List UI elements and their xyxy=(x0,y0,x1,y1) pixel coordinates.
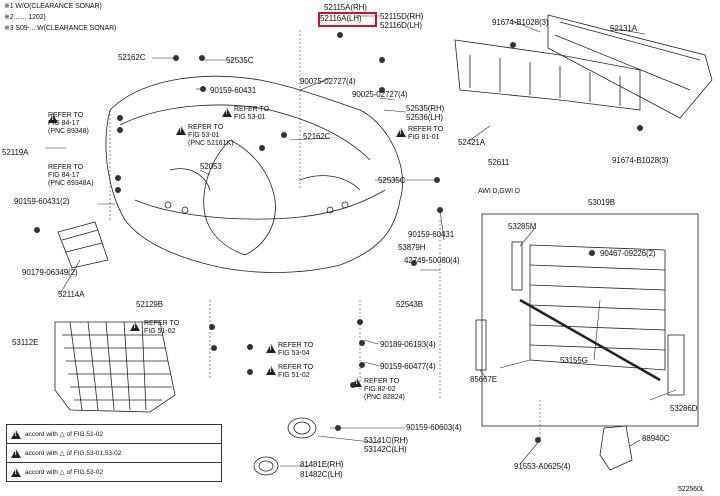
warning-icon xyxy=(352,378,362,387)
part-label-53112E[interactable]: 53112E xyxy=(12,338,39,347)
note-1: ※1 W/O(CLEARANCE SONAR) xyxy=(4,3,102,10)
notes-table: accord with △ of FIG.51-02 accord with △… xyxy=(6,424,222,482)
part-label-52116A[interactable]: 52116A(LH) xyxy=(320,14,362,23)
warning-icon xyxy=(266,344,276,353)
energy-absorber xyxy=(454,39,641,111)
part-label-52535-rh[interactable]: 52535(RH) xyxy=(406,104,445,113)
part-label-91674-b1028-b[interactable]: 91674-B1028(3) xyxy=(612,156,669,165)
part-label-53286D[interactable]: 53286D xyxy=(670,404,698,413)
part-label-52421A[interactable]: 52421A xyxy=(458,138,485,147)
note-3: ※3 S09-... W(CLEARANCE SONAR) xyxy=(4,25,117,32)
part-label-53019B[interactable]: 53019B xyxy=(588,198,615,207)
shutter-box xyxy=(475,213,699,471)
warning-icon xyxy=(11,429,21,439)
part-label-52131A[interactable]: 52131A xyxy=(610,24,637,33)
highlight-box xyxy=(318,12,377,27)
part-label-53142C[interactable]: 53142C(LH) xyxy=(364,445,407,454)
part-label-52053[interactable]: 52053 xyxy=(200,162,222,171)
part-label-52115D[interactable]: 52115D(RH) xyxy=(380,12,424,21)
part-label-90159-60431-right[interactable]: 90159-60431 xyxy=(408,230,455,239)
part-label-52162C-top[interactable]: 52162C xyxy=(118,53,146,62)
fog-lamp xyxy=(253,417,317,476)
warning-icon xyxy=(11,467,21,477)
refer-82-02[interactable]: REFER TO FIG 82-02 (PNC 82824) xyxy=(364,378,405,401)
part-label-90159-60477[interactable]: 90159-60477(4) xyxy=(380,362,436,371)
dashed-callouts xyxy=(109,30,541,440)
refer-81-01[interactable]: REFER TO FIG 81-01 xyxy=(408,126,444,141)
part-label-52116D[interactable]: 52116D(LH) xyxy=(380,21,422,30)
part-label-53141C[interactable]: 53141C(RH) xyxy=(364,436,408,445)
notes-table-row: accord with △ of FIG.53-02 xyxy=(6,463,222,482)
part-label-88940C[interactable]: 88940C xyxy=(642,434,670,443)
part-label-52129B[interactable]: 52129B xyxy=(136,300,163,309)
part-label-52543B[interactable]: 52543B xyxy=(396,300,423,309)
part-label-90159-60603[interactable]: 90159-60603(4) xyxy=(406,423,462,432)
warning-icon xyxy=(266,366,276,375)
bumper-reinforcement xyxy=(547,14,713,119)
warning-icon xyxy=(130,322,140,331)
part-label-52611[interactable]: 52611 xyxy=(488,158,510,167)
diagram-code: 522560L xyxy=(678,486,705,493)
part-label-81481E[interactable]: 81481E(RH) xyxy=(300,460,344,469)
part-label-52535C-top[interactable]: 52535C xyxy=(226,56,254,65)
part-label-52535C-mid[interactable]: 52535C xyxy=(378,176,406,185)
warning-icon xyxy=(11,448,21,458)
part-label-42749-50080[interactable]: 42749-50080(4) xyxy=(404,256,460,265)
part-label-90179-06349[interactable]: 90179-06349(2) xyxy=(22,268,78,277)
part-label-53879H[interactable]: 53879H xyxy=(398,243,426,252)
fasteners xyxy=(34,32,643,443)
part-label-91674-b1028-a[interactable]: 91674-B1028(3) xyxy=(492,18,549,27)
notes-table-row: accord with △ of FIG.53-01,53-02 xyxy=(6,444,222,463)
part-label-52536-lh[interactable]: 52536(LH) xyxy=(406,113,443,122)
warning-icon xyxy=(222,108,232,117)
part-label-53285M[interactable]: 53285M xyxy=(508,222,537,231)
refer-84-17-b[interactable]: REFER TO FIG 84-17 (PNC 89348A) xyxy=(48,164,94,187)
part-label-81482C[interactable]: 81482C(LH) xyxy=(300,470,343,479)
leader-lines xyxy=(45,15,677,467)
notes-table-row: accord with △ of FIG.51-02 xyxy=(6,424,222,444)
warning-icon xyxy=(48,114,58,123)
part-label-53155G[interactable]: 53155G xyxy=(560,356,588,365)
left-bracket xyxy=(57,221,109,269)
note-2: ※2 ...... 1202) xyxy=(4,14,46,21)
part-label-85667E[interactable]: 85667E xyxy=(470,375,497,384)
part-label-52114A[interactable]: 52114A xyxy=(58,290,85,299)
warning-icon xyxy=(176,126,186,135)
refer-53-04[interactable]: REFER TO FIG 53-04 xyxy=(278,342,314,357)
refer-84-17-a[interactable]: REFER TO FIG 84-17 (PNC 89348) xyxy=(48,112,89,135)
part-label-90075-02727[interactable]: 90075-02727(4) xyxy=(300,77,356,86)
variant-label: AWI D,GWI D xyxy=(478,188,520,195)
warning-icon xyxy=(396,128,406,137)
part-label-52162C-mid[interactable]: 52162C xyxy=(303,132,331,141)
lower-grille xyxy=(54,321,176,413)
part-label-90159-60431-left[interactable]: 90159-60431(2) xyxy=(14,197,70,206)
part-label-91553-a0625[interactable]: 91553-A0625(4) xyxy=(514,462,571,471)
part-label-90189-06193[interactable]: 90189-06193(4) xyxy=(380,340,436,349)
refer-51-02-a[interactable]: REFER TO FIG 51-02 xyxy=(144,320,180,335)
part-label-52115A[interactable]: 52115A(RH) xyxy=(324,3,367,12)
refer-53-01-a[interactable]: REFER TO FIG 53-01 xyxy=(234,106,270,121)
refer-51-02-b[interactable]: REFER TO FIG 51-02 xyxy=(278,364,314,379)
part-label-90025-02727[interactable]: 90025-02727(4) xyxy=(352,90,408,99)
part-label-90467-09226[interactable]: 90467-09226(2) xyxy=(600,249,656,258)
refer-53-01-b[interactable]: REFER TO FIG 53-01 (PNC 52161K) xyxy=(188,124,234,147)
part-label-90159-60431-top[interactable]: 90159-60431 xyxy=(210,86,257,95)
part-label-52119A[interactable]: 52119A xyxy=(2,148,29,157)
bumper-cover xyxy=(105,75,403,273)
